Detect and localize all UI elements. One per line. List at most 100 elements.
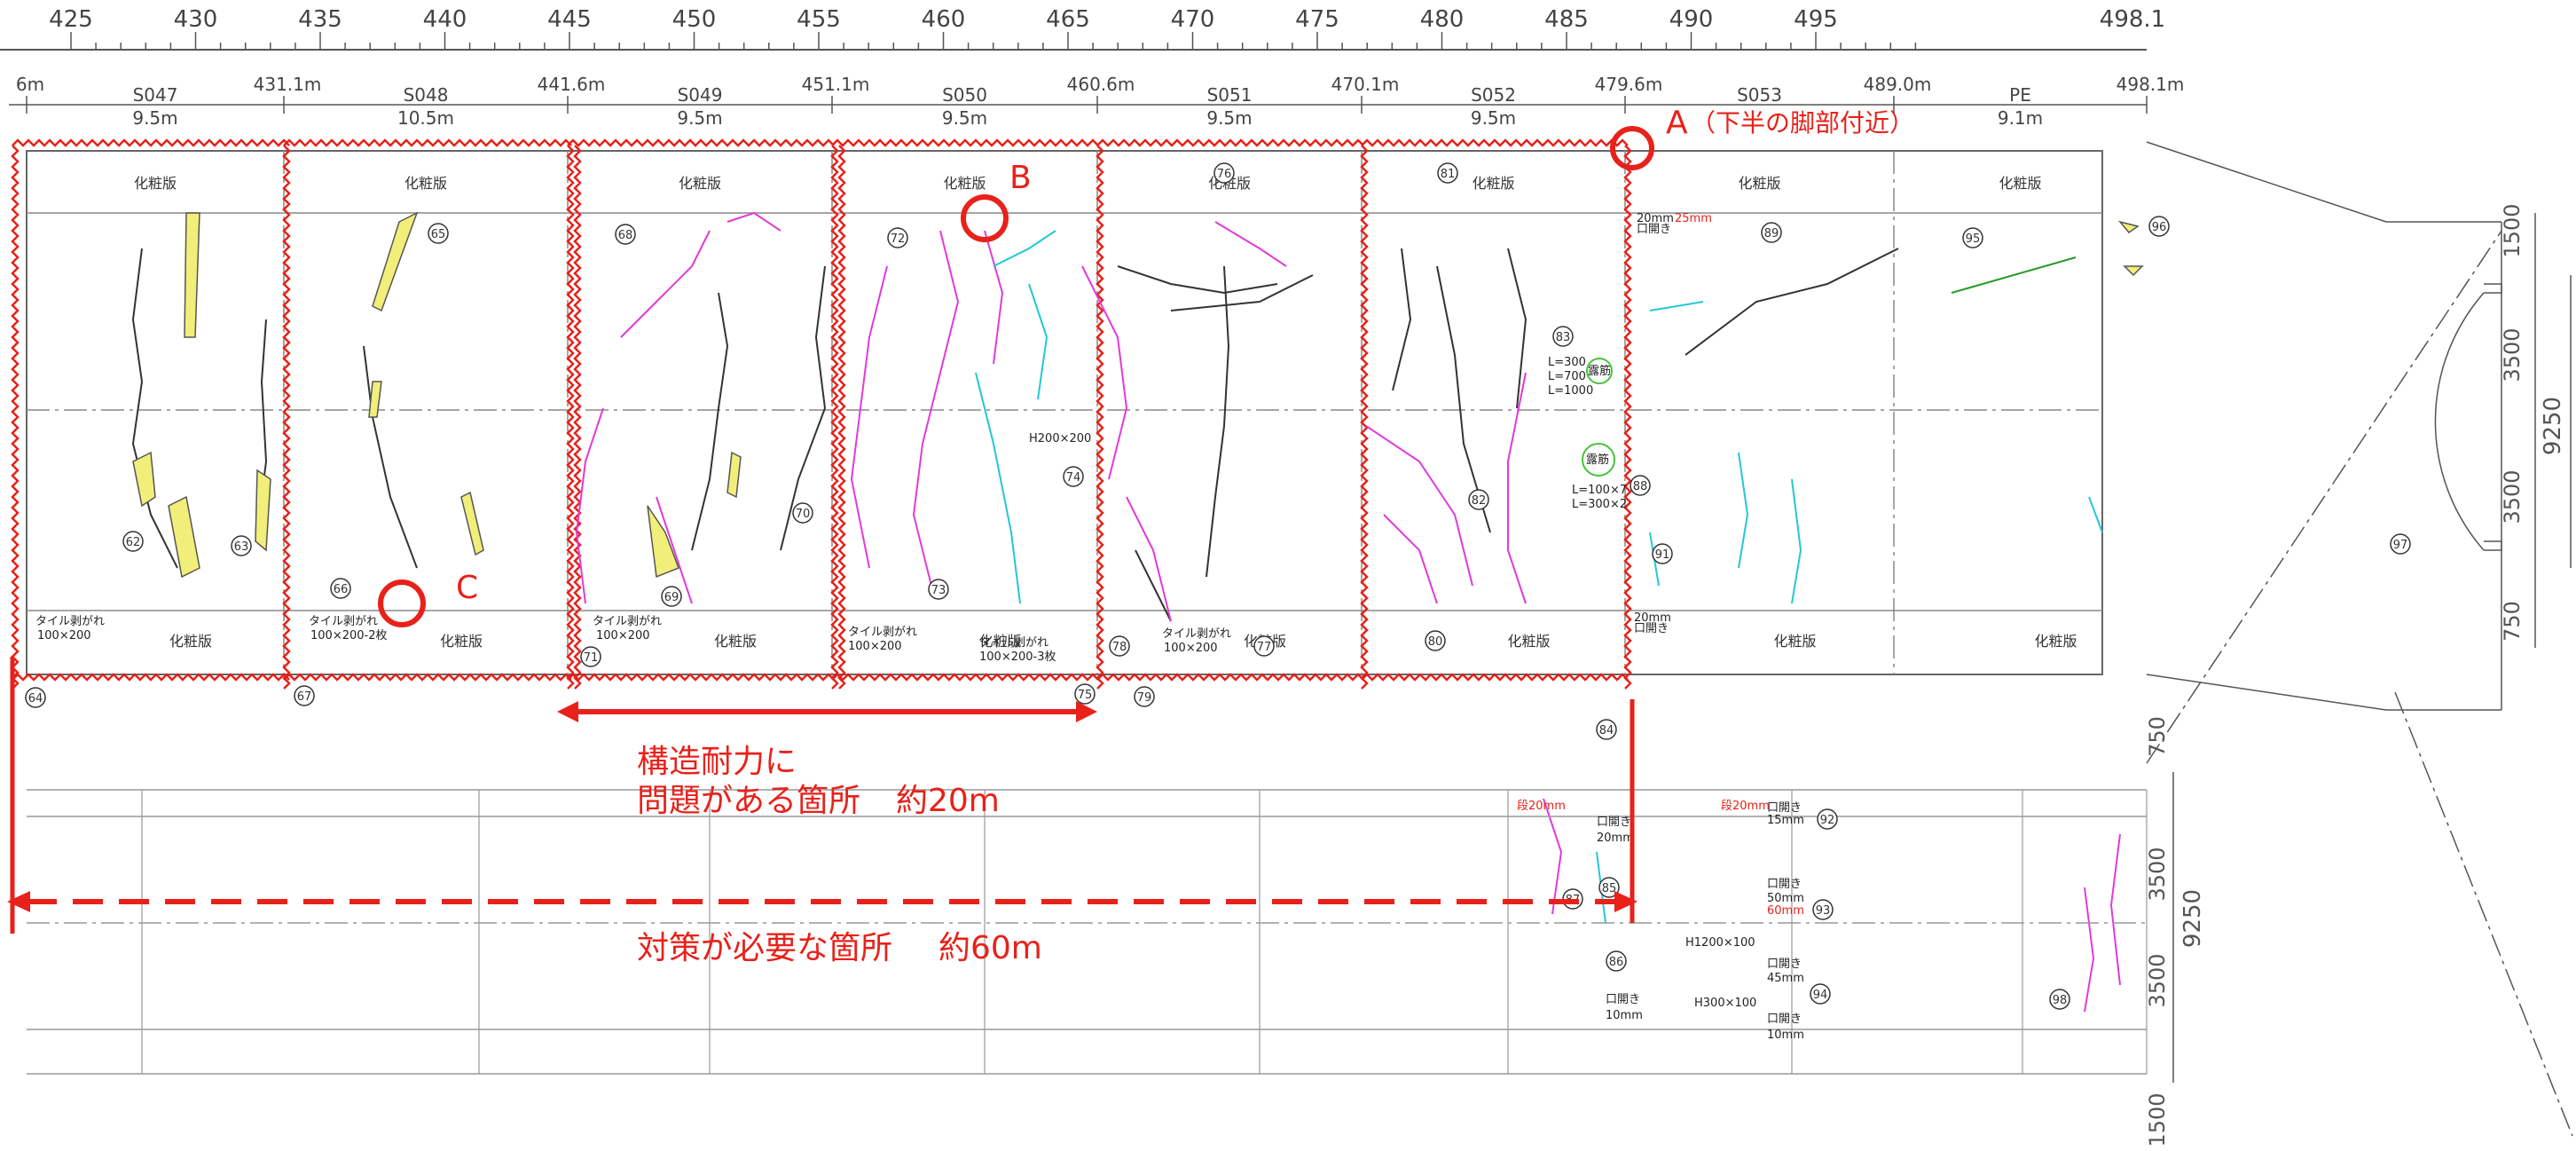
- right-dimension-chain-top: 1500 3500 3500 750 9250: [2500, 203, 2572, 648]
- ruler-tick-label: 465: [1046, 6, 1090, 33]
- marker-b-circle: [961, 194, 1009, 242]
- dim-bottom-2: 3500: [2145, 847, 2170, 901]
- crack-id-label: 91: [1655, 548, 1670, 562]
- crack-id-label: 66: [334, 583, 349, 596]
- cosmetic-board-label: 化粧版: [714, 633, 757, 650]
- crack-id-circle: [792, 502, 813, 524]
- rebar-len-5: L=300×2: [1572, 498, 1627, 511]
- dim-top-1: 1500: [2500, 203, 2525, 257]
- crack-id-circle: [1074, 683, 1096, 705]
- segment-id: S047: [133, 84, 178, 106]
- chainage-label: 460.6m: [1067, 74, 1135, 95]
- ruler-tick-label: 490: [1669, 6, 1714, 33]
- opening-note-f: 口開き: [1767, 1013, 1802, 1026]
- opening-note-g-width: 10mm: [1606, 1009, 1643, 1022]
- crack-id-label: 72: [891, 233, 906, 246]
- crack-id-circle: [1213, 162, 1235, 184]
- portal-side-view: [2146, 141, 2573, 1137]
- ruler-tick-label: 495: [1794, 6, 1838, 33]
- cosmetic-board-label: 化粧版: [169, 633, 212, 650]
- marker-a-circle: [1610, 126, 1654, 170]
- crack-id-circle: [1962, 227, 1983, 248]
- chainage-label: 6m: [16, 74, 44, 95]
- crack-id-circle: [887, 227, 908, 248]
- crack-id-label: 63: [234, 540, 249, 554]
- rebar-len-1: L=300: [1548, 356, 1586, 369]
- crack-id-circle: [1425, 630, 1446, 651]
- crack-id-label: 93: [1816, 904, 1831, 918]
- tile-note-3: タイル剥がれ: [593, 615, 662, 628]
- crack-id-circle: [928, 579, 949, 600]
- dim-top-2: 3500: [2500, 327, 2525, 382]
- opening-note-b-width: 20mm: [1634, 611, 1671, 625]
- crack-id-label: 86: [1609, 956, 1624, 969]
- crack-id-circle: [1652, 543, 1673, 564]
- tile-note-5: タイル剥がれ: [979, 636, 1048, 650]
- hole-size-1: H1200×100: [1685, 936, 1755, 950]
- rebar-len-4: L=100×7: [1572, 484, 1627, 497]
- crack-id-label: 67: [297, 690, 312, 704]
- segment-id: S053: [1737, 84, 1782, 106]
- crack-id-circle: [330, 578, 351, 599]
- crack-id-circle: [428, 223, 449, 244]
- crack-id-label: 73: [931, 584, 946, 597]
- chainage-label: 441.6m: [538, 74, 606, 95]
- crack-id-label: 68: [618, 229, 633, 242]
- chainage-label: 431.1m: [254, 74, 322, 95]
- opening-note-d-width: 50mm: [1767, 892, 1804, 905]
- segment-id: S051: [1207, 84, 1253, 106]
- crack-id-label: 88: [1633, 480, 1648, 493]
- crack-id-label: 94: [1813, 989, 1828, 1002]
- countermeasure-caption-length: 約60m: [939, 930, 1042, 966]
- crack-id-label: 83: [1556, 331, 1571, 344]
- crack-id-circle: [1468, 489, 1489, 510]
- tile-note-4-size: 100×200: [848, 640, 902, 653]
- segment-length: 9.5m: [1471, 107, 1516, 129]
- crack-id-label: 95: [1966, 233, 1981, 246]
- opening-note-d: 口開き: [1767, 878, 1802, 891]
- cosmetic-board-label: 化粧版: [1738, 175, 1780, 192]
- dim-top-3: 3500: [2500, 469, 2525, 524]
- chainage-label: 470.1m: [1331, 74, 1400, 95]
- crack-id-circle: [25, 687, 46, 708]
- crack-id-circle: [2148, 216, 2170, 237]
- cosmetic-board-label: 化粧版: [943, 175, 986, 192]
- crack-id-circle: [1552, 326, 1574, 347]
- ruler-tick-label: 460: [922, 6, 966, 33]
- crack-id-label: 76: [1217, 168, 1232, 181]
- tile-note-1: タイル剥がれ: [35, 615, 105, 628]
- step-note-1: 段20mm: [1517, 800, 1566, 813]
- crack-id-label: 62: [126, 536, 141, 549]
- segment-id: S052: [1471, 84, 1516, 106]
- tile-note-2: タイル剥がれ: [309, 615, 378, 628]
- marker-c-label: C: [456, 570, 478, 606]
- segment-id: PE: [2009, 84, 2031, 106]
- rebar-circle-1: [1586, 358, 1613, 384]
- opening-note-f-width: 10mm: [1767, 1029, 1804, 1042]
- opening-note-a-width: 20mm: [1637, 212, 1674, 225]
- crack-id-circle: [2390, 533, 2411, 555]
- segment-length: 9.1m: [1998, 107, 2043, 129]
- cosmetic-board-label: 化粧版: [1507, 633, 1550, 650]
- crack-lines: [131, 211, 2121, 1013]
- right-dimension-chain-bottom: 750 3500 3500 1500 9250: [2145, 716, 2206, 1147]
- ruler-tick-label: 445: [547, 6, 592, 33]
- dim-bottom-4: 1500: [2145, 1092, 2170, 1147]
- cosmetic-board-label: 化粧版: [1999, 175, 2041, 192]
- segment-length: 9.5m: [677, 107, 722, 129]
- crack-id-circle: [1810, 983, 1831, 1005]
- hole-size-2: H300×100: [1694, 997, 1756, 1010]
- crack-id-label: 64: [28, 692, 43, 706]
- chainage-label: 489.0m: [1864, 74, 1932, 95]
- opening-note-c: 口開き: [1767, 801, 1802, 815]
- crack-id-circle: [1063, 466, 1084, 487]
- dim-top-total: 9250: [2540, 397, 2566, 455]
- chainage-label: 479.6m: [1595, 74, 1663, 95]
- segment-id: S048: [404, 84, 449, 106]
- dim-bottom-1: 750: [2145, 716, 2170, 757]
- tile-note-6-size: 100×200: [1164, 642, 1218, 655]
